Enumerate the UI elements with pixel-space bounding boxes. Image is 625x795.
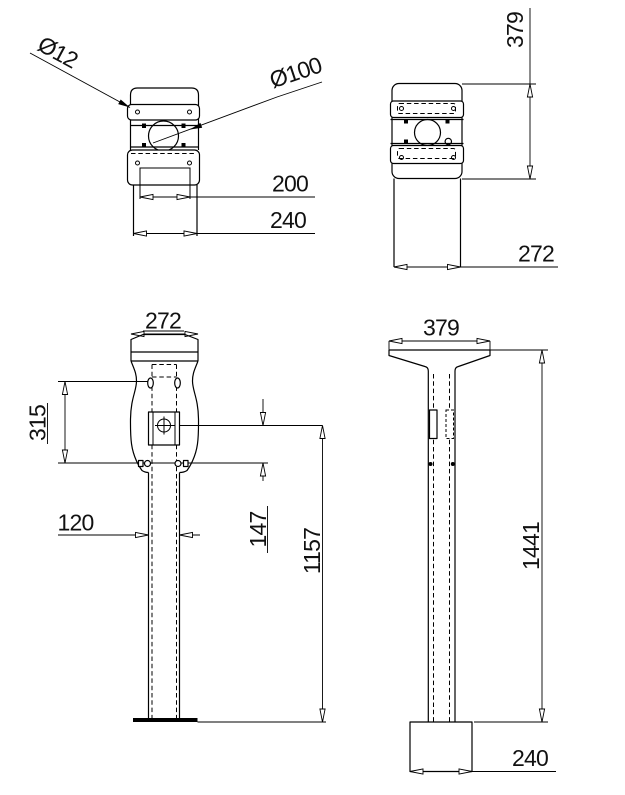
view-elevation-side: 379 1441 240: [388, 315, 556, 775]
dim-head-depth: 379: [423, 315, 459, 341]
dim-bracket-span: 315: [25, 405, 51, 441]
dim-head-width-plan: 272: [518, 241, 554, 267]
dim-base-depth: 240: [512, 745, 548, 771]
dim-socket-offset: 147: [245, 512, 271, 548]
view-plan-head-side: 379 272: [389, 8, 558, 271]
dim-inner-width: 200: [272, 171, 308, 197]
pipe-hole: [413, 118, 442, 147]
view-plan-head-front: Ø12 Ø100 200 240: [29, 31, 325, 237]
dim-overall-height: 1441: [518, 522, 544, 570]
cable-slot-hidden: [445, 409, 454, 439]
dim-pole-width: 120: [58, 510, 94, 536]
view-elevation-front: 272: [25, 308, 326, 723]
base-block: [409, 721, 473, 773]
leader-arrow: [190, 122, 203, 130]
dim-outer-width: 240: [270, 207, 306, 233]
dim-head-depth-plan: 379: [502, 12, 528, 48]
cable-slot: [428, 409, 438, 440]
base-plate: [133, 718, 198, 722]
dim-socket-height: 1157: [299, 528, 325, 574]
leader-arrow: [118, 99, 130, 108]
dim-bolt-hole-diameter: Ø12: [34, 31, 83, 73]
dim-pipe-diameter: Ø100: [266, 52, 325, 93]
dim-cap-width: 272: [145, 308, 181, 334]
